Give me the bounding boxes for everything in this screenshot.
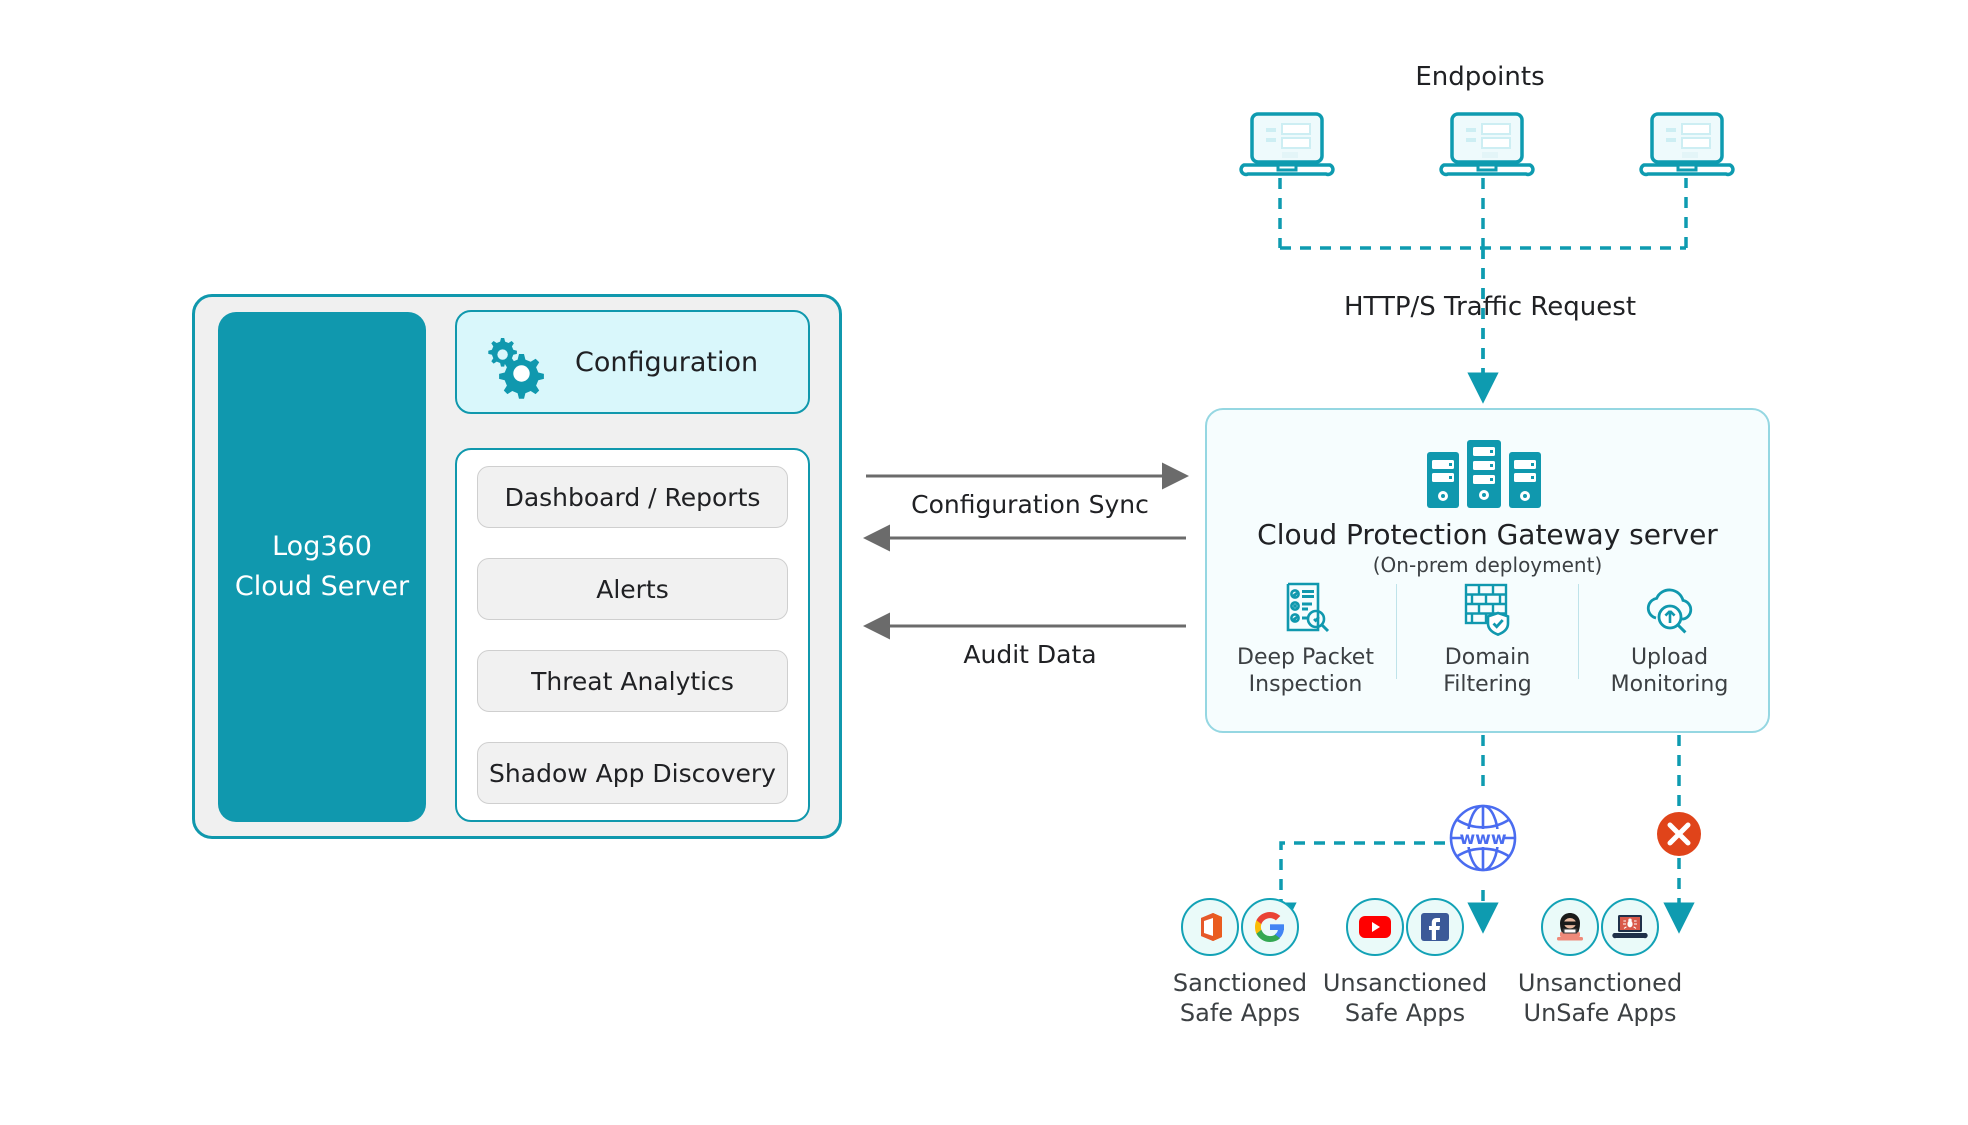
gears-icon: [479, 330, 547, 399]
module-label: Alerts: [596, 574, 669, 604]
module-label: Shadow App Discovery: [489, 758, 776, 788]
gateway-features: Deep Packet Inspection Domain Filtering: [1215, 580, 1760, 705]
feature-upload-monitoring: Upload Monitoring: [1579, 580, 1760, 705]
app-group-label-line2: Safe Apps: [1179, 999, 1301, 1027]
globe-www-icon: www: [1441, 796, 1525, 880]
sanctioned-safe-apps-group: Sanctioned Safe Apps: [1130, 898, 1350, 1028]
configuration-label: Configuration: [575, 346, 759, 378]
server-rack-icon: [1425, 438, 1543, 510]
laptop-icon: [1639, 110, 1735, 177]
module-label: Dashboard / Reports: [504, 482, 761, 512]
log360-cloud-server-block: Log360 Cloud Server: [218, 312, 426, 822]
feature-domain-filtering: Domain Filtering: [1397, 580, 1578, 705]
audit-data-label: Audit Data: [963, 640, 1097, 669]
feature-divider: [1396, 584, 1397, 679]
log360-title-line2: Cloud Server: [234, 571, 410, 602]
app-group-label-line1: Unsanctioned: [1517, 969, 1683, 997]
gateway-subtitle: (On-prem deployment): [1372, 553, 1603, 577]
log360-modules-card: Dashboard / Reports Alerts Threat Analyt…: [455, 448, 810, 822]
hacker-icon[interactable]: [1541, 898, 1599, 956]
app-group-label-line2: Safe Apps: [1344, 999, 1466, 1027]
feature-deep-packet-inspection: Deep Packet Inspection: [1215, 580, 1396, 705]
feature-label-line1: Upload: [1630, 645, 1709, 670]
microsoft-office-icon[interactable]: [1181, 898, 1239, 956]
feature-label-line2: Filtering: [1443, 672, 1532, 697]
google-icon[interactable]: [1241, 898, 1299, 956]
module-threat-analytics[interactable]: Threat Analytics: [477, 650, 788, 712]
module-label: Threat Analytics: [531, 666, 734, 696]
log360-title-line1: Log360: [272, 531, 372, 562]
deep-packet-inspection-icon: [1278, 580, 1334, 636]
module-alerts[interactable]: Alerts: [477, 558, 788, 620]
feature-label-line1: Deep Packet: [1237, 645, 1374, 670]
malware-laptop-icon[interactable]: [1601, 898, 1659, 956]
app-group-label-line2: UnSafe Apps: [1523, 999, 1677, 1027]
module-shadow-app-discovery[interactable]: Shadow App Discovery: [477, 742, 788, 804]
unsanctioned-unsafe-apps-group: Unsanctioned UnSafe Apps: [1490, 898, 1710, 1028]
module-dashboard-reports[interactable]: Dashboard / Reports: [477, 466, 788, 528]
app-group-label-line1: Unsanctioned: [1322, 969, 1488, 997]
endpoints-title: Endpoints: [1415, 62, 1545, 92]
feature-label-line2: Monitoring: [1610, 672, 1729, 697]
red-x-icon: [1655, 810, 1703, 858]
configuration-card[interactable]: Configuration: [455, 310, 810, 414]
feature-label-line2: Inspection: [1248, 672, 1363, 697]
svg-text:www: www: [1459, 829, 1506, 849]
firewall-shield-icon: [1460, 580, 1516, 636]
app-group-label-line1: Sanctioned: [1172, 969, 1308, 997]
feature-divider: [1578, 584, 1579, 679]
facebook-icon[interactable]: [1406, 898, 1464, 956]
cloud-upload-search-icon: [1640, 580, 1700, 636]
unsanctioned-safe-apps-group: Unsanctioned Safe Apps: [1295, 898, 1515, 1028]
configuration-sync-label: Configuration Sync: [911, 490, 1149, 519]
laptop-icon: [1239, 110, 1335, 177]
gateway-title: Cloud Protection Gateway server: [1257, 518, 1718, 551]
http-traffic-request-label: HTTP/S Traffic Request: [1343, 292, 1637, 322]
youtube-icon[interactable]: [1346, 898, 1404, 956]
feature-label-line1: Domain: [1444, 645, 1531, 670]
laptop-icon: [1439, 110, 1535, 177]
